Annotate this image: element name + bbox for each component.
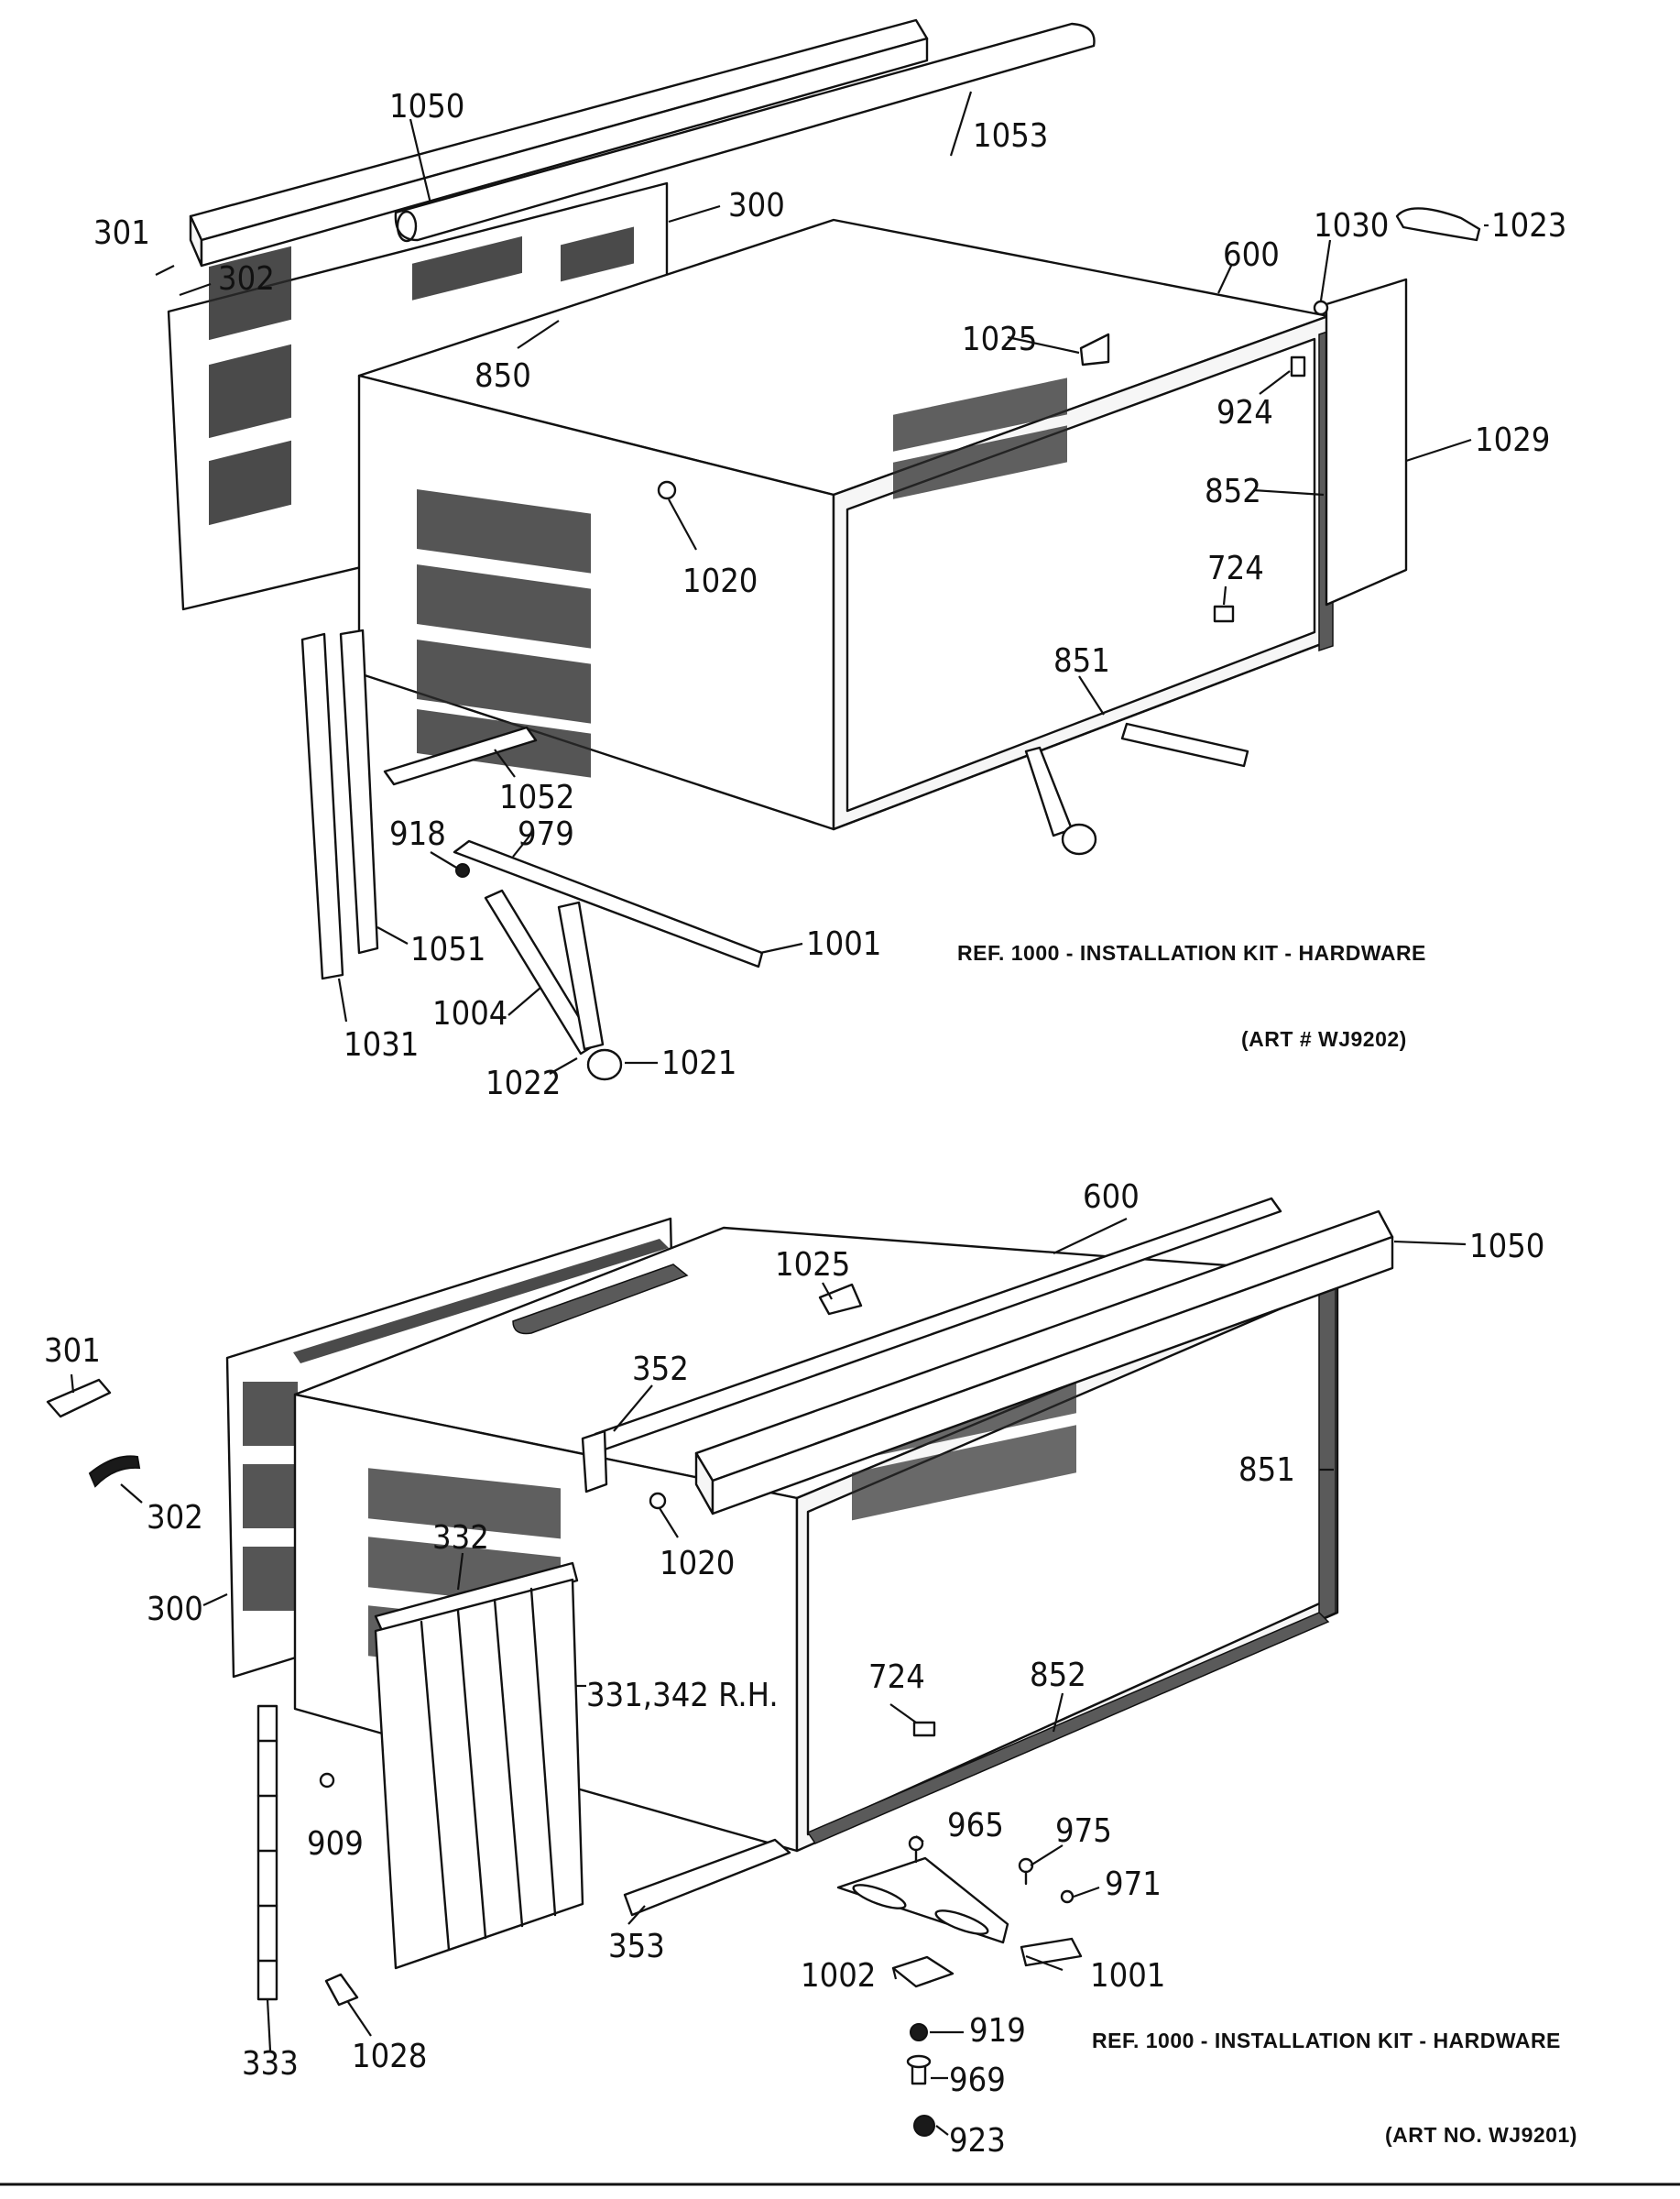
label-1030: 1030 (1314, 207, 1389, 245)
bracket-1002 (891, 1955, 955, 1988)
escutcheon-302 (88, 1455, 141, 1488)
sill-bracket-assembly-1001 (453, 839, 764, 1081)
label-1004: 1004 (432, 995, 507, 1033)
bottom-caption: REF. 1000 - INSTALLATION KIT - HARDWARE (1092, 2029, 1561, 2052)
clip-1030 (1313, 300, 1329, 316)
hardware-screws (906, 1835, 1075, 2137)
bottom-art-number: (ART NO. WJ9201) (1385, 2123, 1577, 2147)
label-332: 332 (432, 1519, 489, 1557)
label-1021: 1021 (661, 1045, 736, 1082)
label-352: 352 (632, 1351, 689, 1388)
bracket-1028 (324, 1973, 359, 2007)
label-851: 851 (1053, 642, 1110, 680)
label-1028: 1028 (352, 2038, 427, 2075)
label-1020: 1020 (682, 563, 758, 600)
sill-bracket-1001 (836, 1856, 1083, 1967)
label-300: 300 (147, 1591, 203, 1628)
cabinet-600 (357, 218, 1334, 831)
bracket-1025 (1079, 333, 1110, 366)
top-leader-lines (155, 91, 1489, 1075)
top-part-labels: 1050 1053 300 301 302 850 600 1030 1023 … (93, 88, 1566, 1102)
bolt-918 (455, 863, 470, 878)
clip-724 (912, 1721, 936, 1737)
knob-301 (46, 1378, 112, 1418)
bottom-exploded-view: 600 1050 1025 301 352 851 302 332 1020 3… (44, 1178, 1577, 2160)
plug-1020 (657, 480, 677, 500)
label-852: 852 (1205, 473, 1261, 510)
clip-724 (1213, 605, 1235, 623)
side-angle-1031 (300, 632, 344, 980)
channel-353 (623, 1838, 791, 1917)
side-curtain-331-342 (374, 1561, 584, 1970)
hinge-strip-333 (256, 1704, 278, 2001)
rear-grille-louvers (209, 226, 634, 526)
label-1001: 1001 (806, 925, 881, 963)
label-852: 852 (1030, 1657, 1086, 1694)
label-300: 300 (728, 187, 785, 224)
label-918: 918 (389, 815, 446, 853)
tube-1053 (394, 22, 1096, 243)
label-919: 919 (969, 2012, 1026, 2050)
label-965: 965 (947, 1807, 1004, 1844)
label-1050: 1050 (389, 88, 464, 126)
side-panel-1029 (1325, 278, 1408, 607)
label-724: 724 (1207, 550, 1264, 587)
top-caption: REF. 1000 - INSTALLATION KIT - HARDWARE (957, 941, 1426, 965)
clip-924 (1290, 356, 1306, 377)
label-1002: 1002 (801, 1957, 876, 1995)
plug-1020 (649, 1492, 667, 1510)
rear-brace (1024, 722, 1249, 856)
label-979: 979 (518, 815, 574, 853)
label-333: 333 (242, 2045, 299, 2083)
label-331-342-rh: 331,342 R.H. (586, 1677, 779, 1714)
bottom-part-labels: 600 1050 1025 301 352 851 302 332 1020 3… (44, 1178, 1544, 2160)
label-1022: 1022 (485, 1065, 561, 1102)
strap-1023 (1395, 207, 1481, 242)
label-1031: 1031 (344, 1026, 419, 1064)
gasket-strip (512, 1264, 689, 1335)
cabinet-side-louvers (417, 377, 1067, 778)
side-angle-1051 (339, 629, 379, 955)
label-724: 724 (868, 1658, 925, 1696)
top-art-number: (ART # WJ9202) (1241, 1027, 1407, 1051)
label-850: 850 (475, 357, 531, 395)
top-rail-352 (581, 1197, 1282, 1493)
label-1053: 1053 (973, 117, 1048, 155)
label-302: 302 (147, 1499, 203, 1537)
label-1020: 1020 (660, 1545, 735, 1582)
washer-909 (319, 1772, 335, 1789)
top-bar-1050 (189, 18, 929, 268)
label-353: 353 (608, 1928, 665, 1965)
label-1051: 1051 (410, 931, 485, 968)
label-1025: 1025 (962, 321, 1037, 358)
bracket-1025 (818, 1283, 863, 1316)
label-1001: 1001 (1090, 1957, 1165, 1995)
support-strip-1052 (383, 726, 538, 786)
label-851: 851 (1238, 1451, 1295, 1489)
label-909: 909 (307, 1825, 364, 1863)
label-1052: 1052 (499, 779, 574, 816)
label-600: 600 (1223, 236, 1280, 274)
label-923: 923 (949, 2122, 1006, 2160)
label-1023: 1023 (1491, 207, 1566, 245)
label-301: 301 (93, 214, 150, 252)
label-301: 301 (44, 1332, 101, 1370)
label-975: 975 (1055, 1812, 1112, 1850)
label-1025: 1025 (775, 1246, 850, 1284)
label-1050: 1050 (1469, 1228, 1544, 1265)
label-600: 600 (1083, 1178, 1140, 1216)
label-1029: 1029 (1475, 421, 1550, 459)
top-exploded-view: 1050 1053 300 301 302 850 600 1030 1023 … (93, 18, 1566, 1102)
bottom-leader-lines (70, 1218, 1467, 2136)
label-971: 971 (1105, 1865, 1162, 1903)
label-969: 969 (949, 2062, 1006, 2099)
top-bar-1050 (694, 1209, 1394, 1515)
label-924: 924 (1216, 394, 1273, 432)
label-302: 302 (218, 260, 275, 298)
